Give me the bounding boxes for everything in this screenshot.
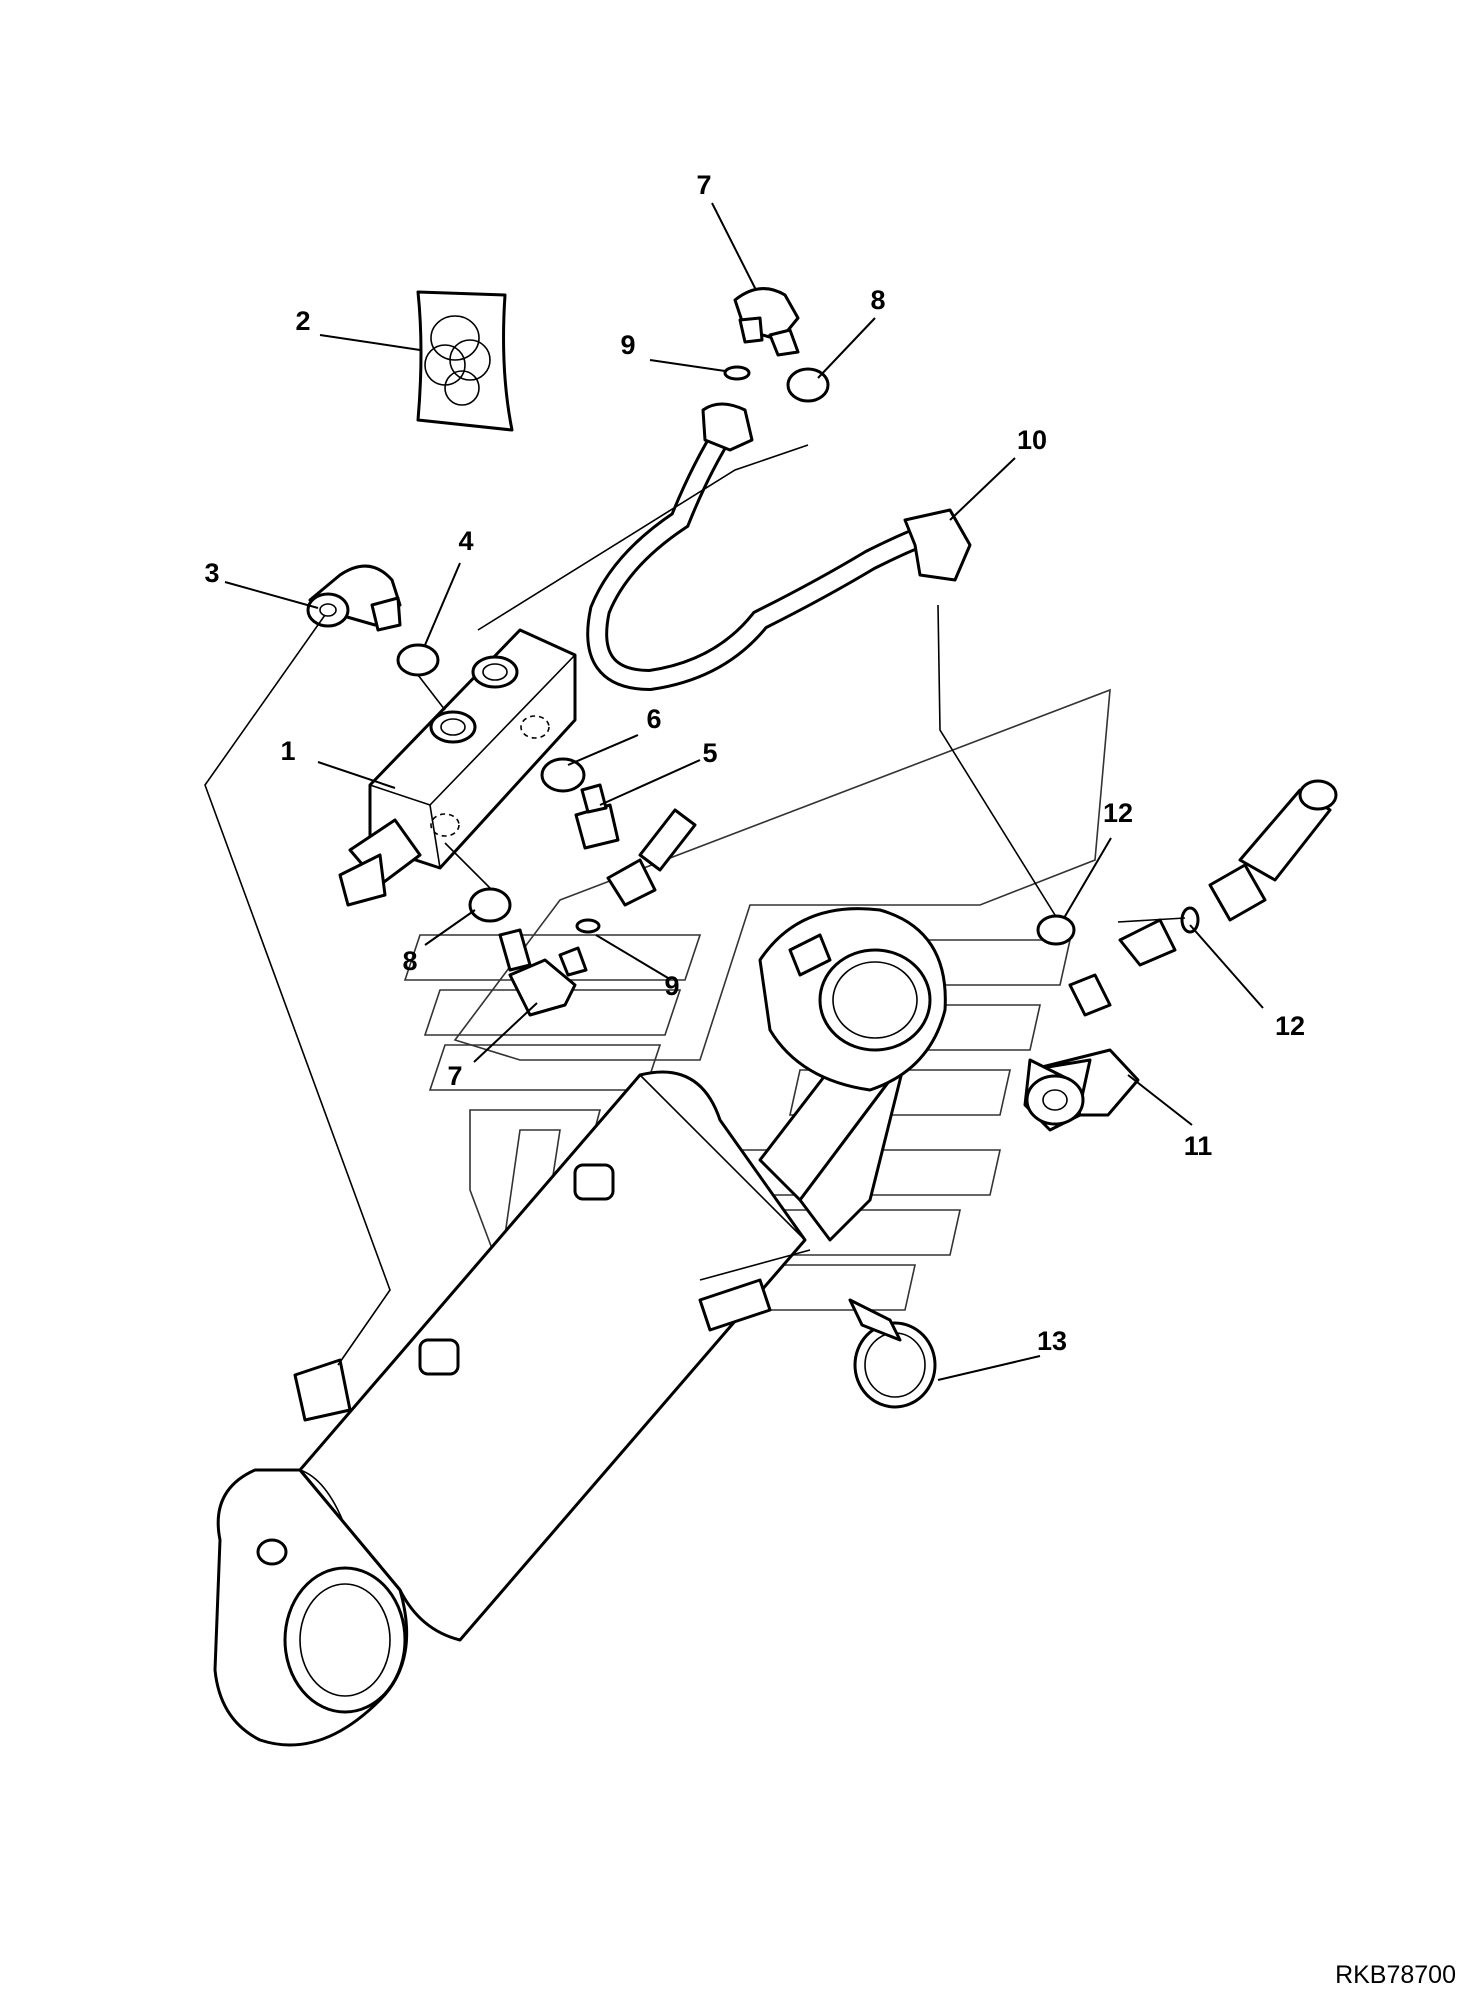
hydraulic-pipe-10 (586, 402, 972, 692)
callout-7-bottom: 7 (447, 1061, 462, 1091)
seal-6 (540, 757, 586, 793)
callout-12-bottom: 12 (1275, 1011, 1305, 1041)
callout-2: 2 (295, 306, 310, 336)
o-ring-12-right (1180, 906, 1200, 934)
callout-12-top: 12 (1103, 798, 1133, 828)
callout-9-top: 9 (620, 330, 635, 360)
callout-4: 4 (458, 526, 473, 556)
callout-11: 11 (1184, 1131, 1213, 1161)
elbow-fitting-7-bottom (498, 928, 588, 1017)
callout-5: 5 (702, 738, 717, 768)
callout-8-top: 8 (870, 285, 885, 315)
callout-13: 13 (1037, 1326, 1067, 1356)
callout-8-bottom: 8 (402, 946, 417, 976)
callout-leaders (224, 202, 1264, 1381)
hose-clamp-13 (848, 1298, 937, 1409)
seal-4 (396, 643, 440, 677)
tube-end-connector (1208, 779, 1338, 922)
o-ring-9-top (723, 365, 751, 381)
callout-1: 1 (280, 736, 295, 766)
pipe-stub (606, 808, 697, 907)
o-ring-9-bottom (575, 918, 601, 934)
seal-kit-packet (416, 290, 514, 432)
plug-5 (574, 783, 620, 850)
hydraulic-cylinder (213, 907, 947, 1747)
callout-6: 6 (646, 704, 661, 734)
callout-labels: 1 2 3 4 5 6 7 7 8 8 9 9 10 11 12 12 13 (204, 170, 1305, 1356)
assembly-guide-lines (204, 444, 1186, 1366)
valve-block (338, 628, 577, 907)
elbow-fitting-7-top (733, 287, 800, 357)
elbow-fitting-3 (306, 564, 402, 632)
callout-7-top: 7 (696, 170, 711, 200)
callout-10: 10 (1017, 425, 1047, 455)
tee-fitting-11 (1023, 918, 1177, 1132)
drawing-reference: RKB78700 (1335, 1961, 1456, 1989)
seal-8-bottom (468, 887, 512, 923)
seal-12-left (1036, 914, 1076, 946)
callout-3: 3 (204, 558, 219, 588)
callout-9-bottom: 9 (664, 971, 679, 1001)
